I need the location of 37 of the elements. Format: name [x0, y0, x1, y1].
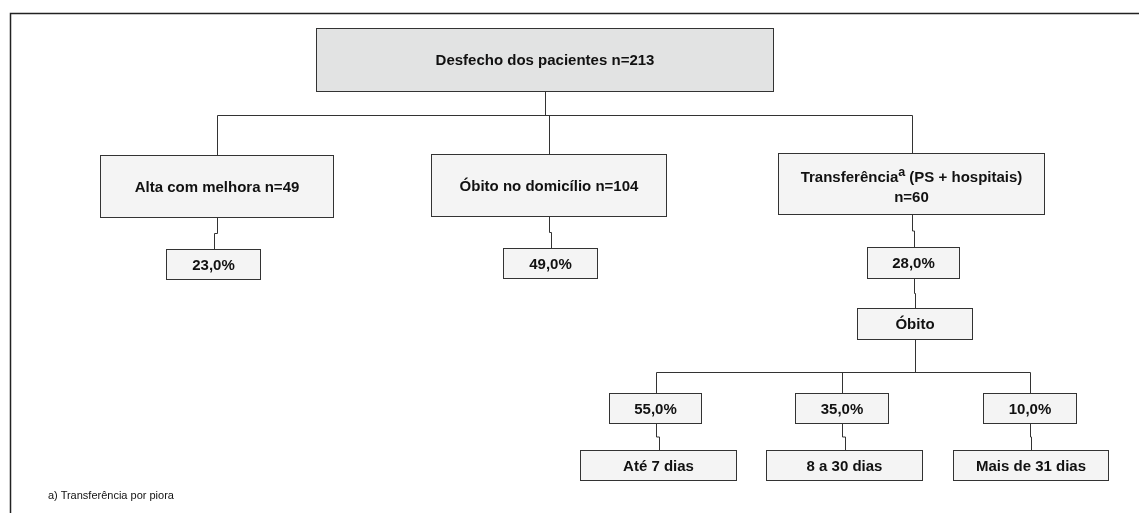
outcome-box	[503, 248, 598, 279]
outcome-box	[857, 308, 973, 340]
connector-line	[656, 423, 660, 451]
box-text: Desfecho dos pacientes n=213	[434, 50, 656, 70]
connector-line	[912, 214, 915, 248]
box-text: Transferência$^{a}$ (PS + hospitais) n=60	[799, 163, 1024, 207]
box-text: 49,0%	[528, 253, 573, 274]
outcome-box	[983, 393, 1077, 424]
box-text: 28,0%	[891, 253, 936, 273]
box-text: Óbito no domicílio n=104	[458, 175, 640, 196]
box-text: 35,0%	[819, 398, 865, 419]
outcome-box	[609, 393, 702, 424]
connector-line	[915, 339, 1031, 394]
box-text: 23,0%	[191, 254, 236, 275]
outcome-box	[795, 393, 889, 424]
outcome-box	[778, 153, 1045, 215]
outcome-box	[431, 154, 667, 217]
outcome-box	[766, 450, 923, 481]
footnote: a) Transferência por piora	[48, 489, 174, 501]
connector-line	[214, 217, 218, 250]
outcome-box	[953, 450, 1109, 481]
outcome-box	[867, 247, 960, 279]
outcome-box	[316, 28, 774, 92]
outcome-box	[580, 450, 737, 481]
outcome-box	[100, 155, 334, 218]
box-text: 55,0%	[633, 398, 678, 419]
box-text: Óbito	[894, 314, 936, 334]
connector-line	[842, 423, 846, 451]
box-text: Mais de 31 dias	[974, 455, 1088, 476]
connector-line	[914, 278, 916, 309]
box-text: 8 a 30 dias	[805, 455, 884, 476]
connector-line	[1030, 423, 1032, 451]
box-text: Até 7 dias	[622, 455, 695, 476]
connector-line	[549, 216, 552, 249]
box-text: Alta com melhora n=49	[133, 176, 301, 197]
outcome-box	[166, 249, 261, 280]
box-text: 10,0%	[1007, 398, 1053, 419]
